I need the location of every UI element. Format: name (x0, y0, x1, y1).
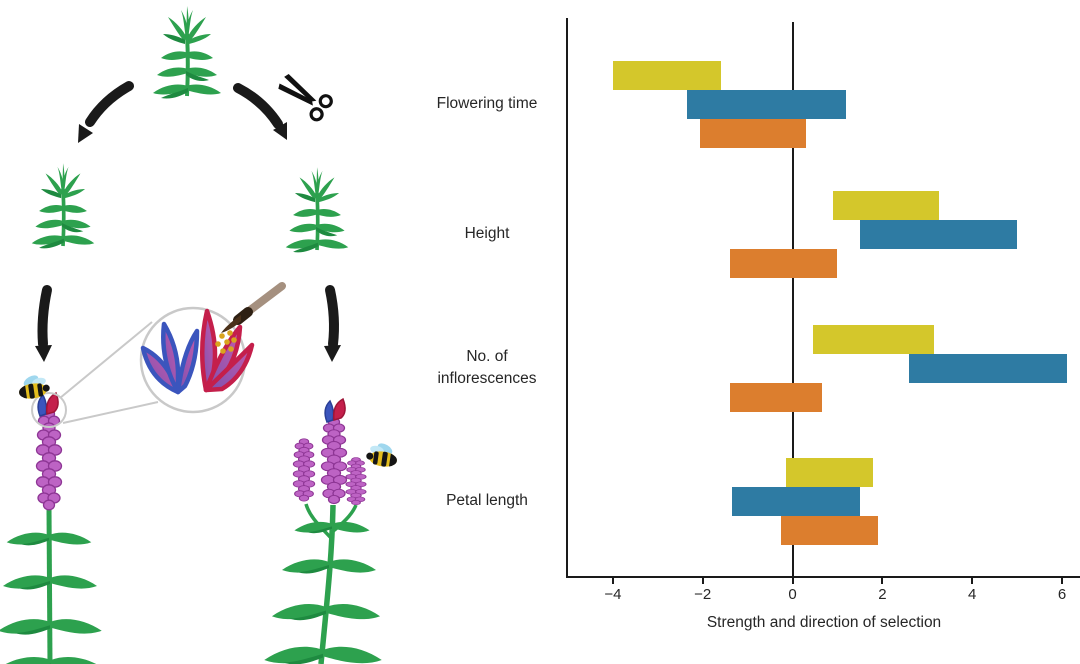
bar-blue-0 (687, 89, 847, 119)
x-tick-label: 6 (1057, 586, 1067, 603)
category-label: Petal length (446, 491, 528, 509)
x-tick-label: 2 (878, 586, 887, 603)
arrow-down-left-icon (78, 81, 134, 143)
bar-yellow-0 (612, 60, 721, 90)
bar-yellow-1 (832, 190, 939, 220)
inset-flower-blue-fan (140, 321, 200, 395)
bar-blue-1 (859, 219, 1018, 249)
arrow-down-icon (35, 285, 52, 362)
x-tick-label: 4 (968, 586, 977, 603)
inset-flower-red-fan (199, 308, 255, 393)
category-label: Flowering time (436, 94, 538, 112)
bar-blue-2 (909, 353, 1067, 383)
x-axis-title: Strength and direction of selection (706, 614, 942, 631)
x-tick-label: 0 (788, 586, 797, 603)
y-axis-line (566, 18, 568, 578)
bar-orange-1 (729, 248, 838, 278)
category-label: Height (464, 224, 510, 242)
bar-orange-0 (700, 118, 807, 148)
x-tick (611, 578, 614, 584)
bar-orange-3 (781, 515, 878, 545)
bar-blue-3 (731, 486, 860, 516)
x-tick-label: −4 (604, 586, 622, 603)
hand-pollinated-plant (0, 392, 105, 664)
zero-line (791, 22, 794, 578)
x-tick-label: −2 (694, 586, 712, 603)
x-tick (791, 578, 794, 584)
x-tick (881, 578, 884, 584)
bar-yellow-2 (812, 324, 935, 354)
experiment-illustration (0, 4, 398, 664)
bar-orange-2 (729, 382, 822, 412)
arrow-down-right-icon (233, 83, 287, 140)
arrow-down-icon (324, 285, 341, 362)
x-tick (701, 578, 704, 584)
magnifier-circle (31, 282, 286, 428)
pollen-dots (215, 330, 237, 354)
x-axis-line (566, 576, 1080, 578)
x-tick (971, 578, 974, 584)
scissors-icon (278, 73, 333, 122)
bar-yellow-3 (785, 457, 874, 487)
open-pollinated-plant (264, 398, 382, 664)
paintbrush-icon (221, 282, 286, 333)
category-label: No. of inflorescences (437, 347, 537, 387)
x-tick (1061, 578, 1064, 584)
